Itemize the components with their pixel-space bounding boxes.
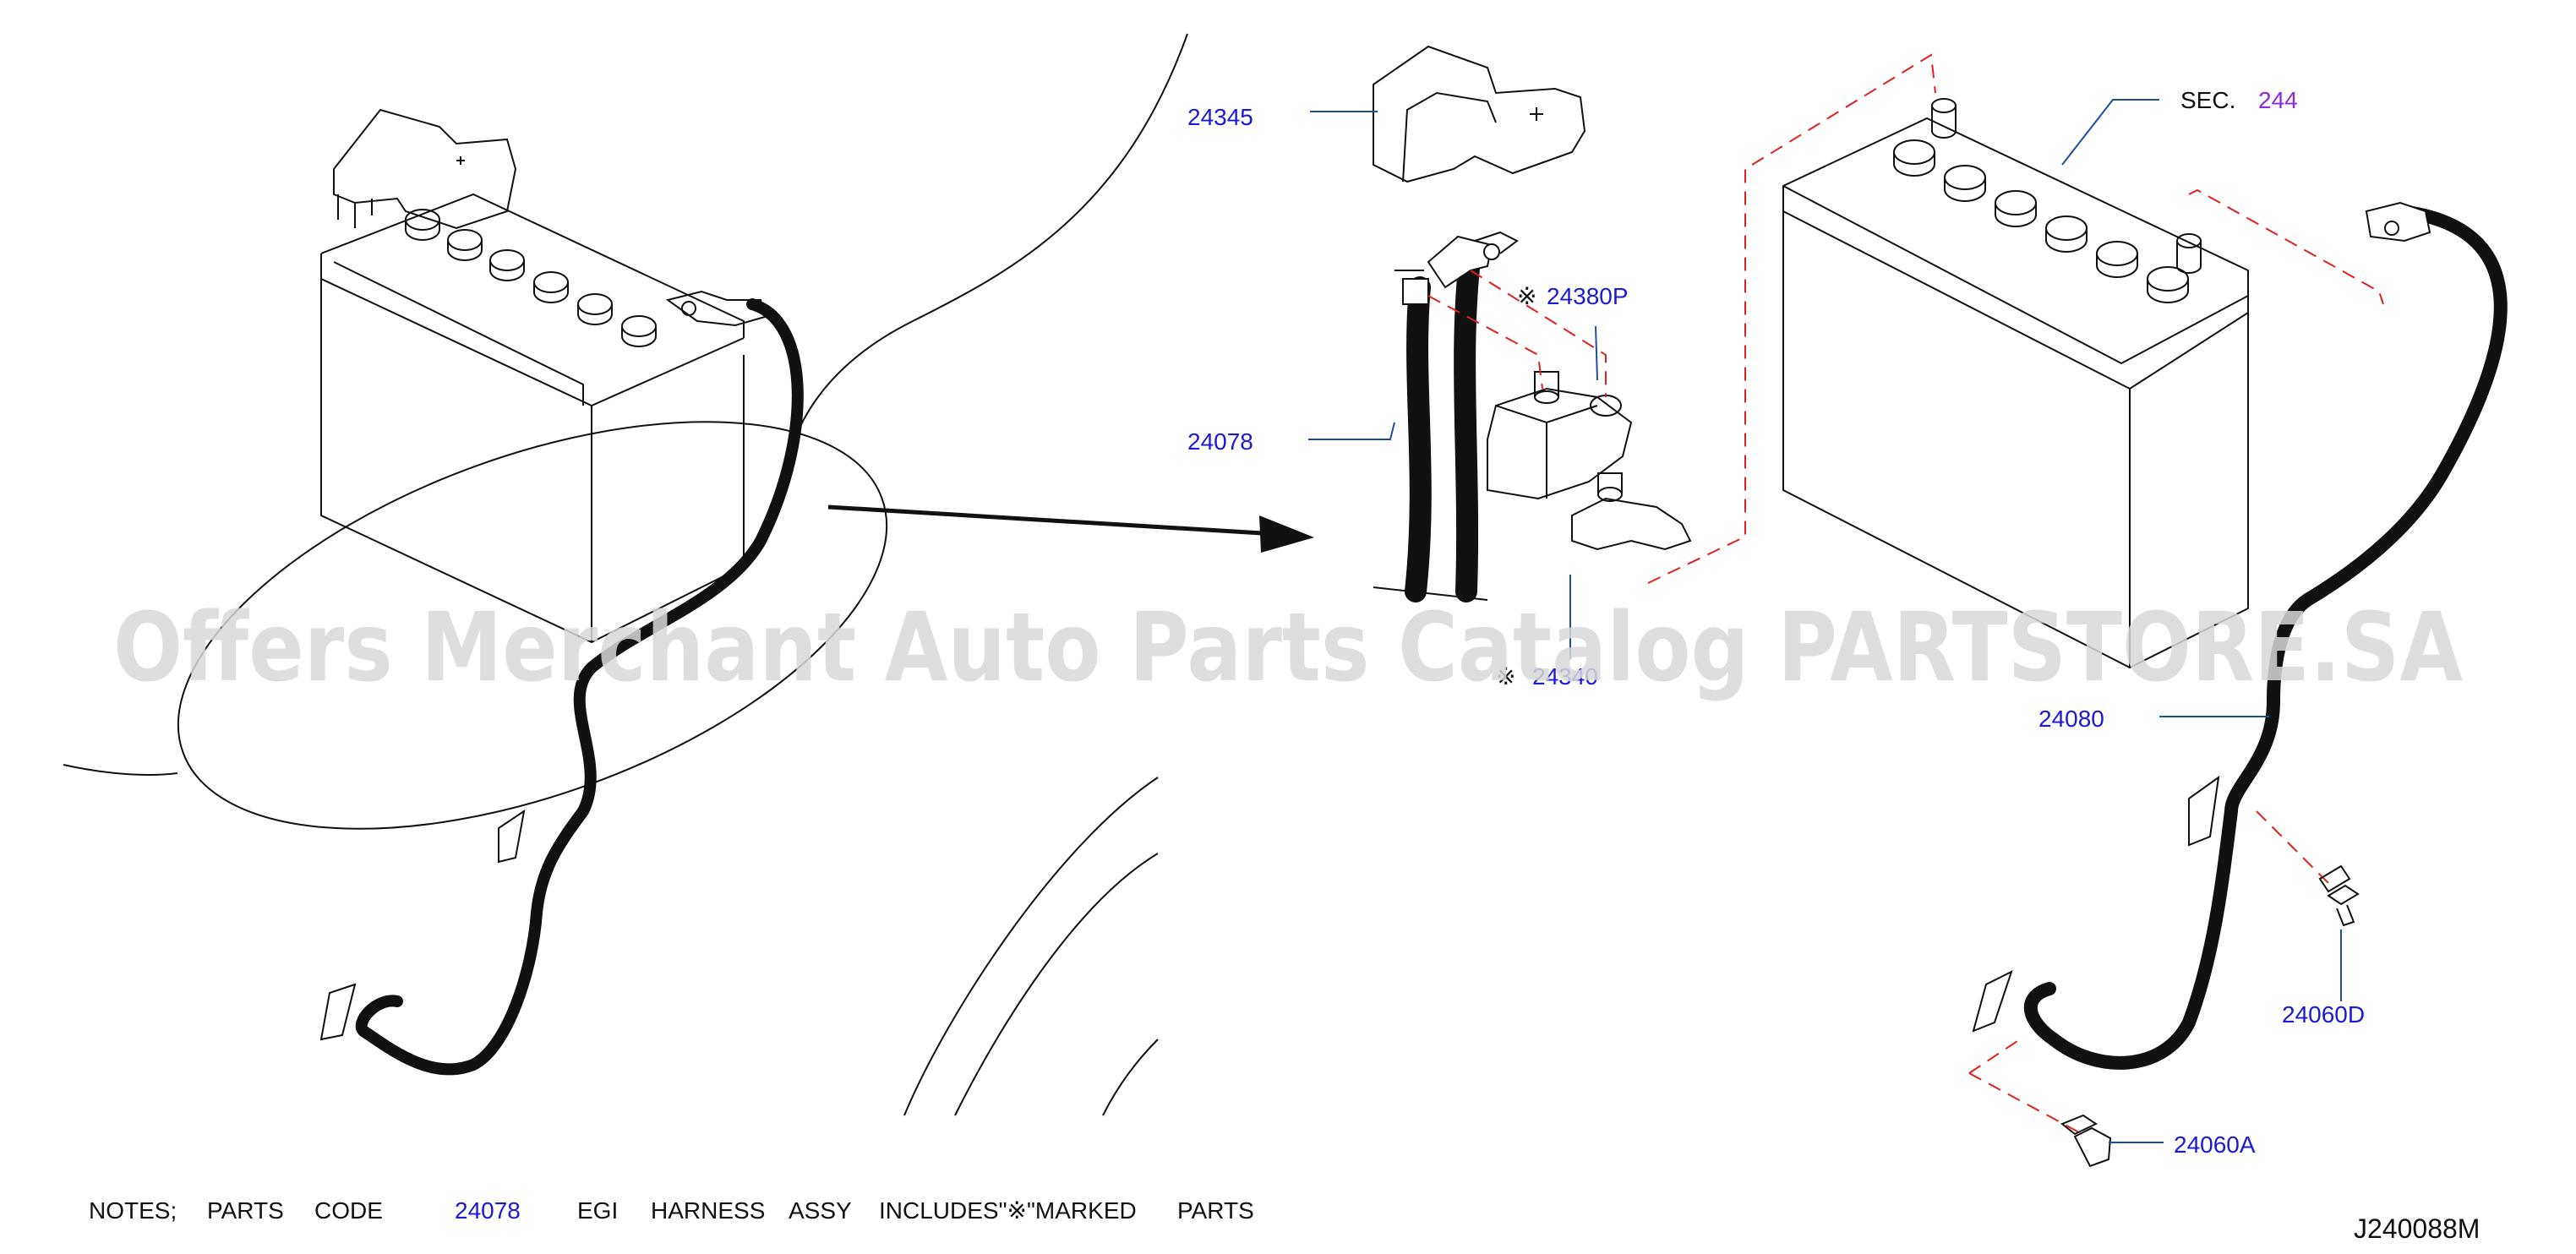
middle-assembly-dashes — [1427, 270, 1607, 397]
mark-24380p: ※ — [1517, 283, 1536, 309]
right-assembly-dashes — [1647, 53, 2384, 1133]
drawing-id: J240088M — [2354, 1213, 2480, 1244]
notes-assy: ASSY — [789, 1197, 852, 1224]
overview-battery — [320, 108, 767, 644]
overview-body-lines — [63, 33, 1188, 1116]
leader-lines — [1308, 99, 2342, 1143]
part-24340-clamp — [1571, 472, 1692, 551]
notes-code-value[interactable]: 24078 — [455, 1197, 521, 1224]
notes-prefix: NOTES; — [89, 1197, 177, 1224]
notes-line: NOTES; PARTS CODE 24078 EGI HARNESS ASSY… — [89, 1197, 1254, 1224]
overview-cable-clips — [319, 809, 526, 1041]
mark-24340: ※ — [1496, 663, 1515, 690]
label-24380p: 24380P — [1547, 283, 1629, 309]
negative-post — [2176, 233, 2202, 248]
label-24078: 24078 — [1187, 428, 1253, 455]
part-24080-ground-cable — [1972, 201, 2508, 1070]
part-24060d-bolt — [2318, 864, 2360, 927]
detail-battery — [1782, 98, 2249, 669]
label-24340: 24340 — [1532, 663, 1598, 690]
notes-parts: PARTS — [207, 1197, 284, 1224]
part-24078-harness — [1373, 231, 1519, 602]
label-sec-number[interactable]: 244 — [2258, 87, 2298, 113]
notes-harness: HARNESS — [651, 1197, 765, 1224]
label-24060a: 24060A — [2174, 1131, 2256, 1158]
part-24345-cover — [1373, 45, 1586, 183]
notes-includes: INCLUDES"※"MARKED — [879, 1197, 1137, 1224]
detail-arrow — [827, 504, 1314, 553]
notes-parts-2: PARTS — [1177, 1197, 1254, 1224]
overview-battery-caps — [405, 209, 657, 347]
label-sec: SEC. — [2180, 87, 2235, 113]
label-24060d: 24060D — [2282, 1001, 2365, 1028]
label-24080: 24080 — [2038, 706, 2104, 732]
watermark: Offers Merchant Auto Parts Catalog PARTS… — [113, 593, 2463, 703]
label-24345: 24345 — [1187, 104, 1253, 130]
part-24380p-fusible-link — [1487, 371, 1633, 500]
notes-egi: EGI — [577, 1197, 618, 1224]
detail-battery-caps — [1893, 139, 2189, 303]
part-24060a-bolt — [2060, 1114, 2112, 1168]
notes-code: CODE — [314, 1197, 383, 1224]
overview-ground-cable — [355, 298, 804, 1076]
positive-post — [1931, 98, 1957, 113]
